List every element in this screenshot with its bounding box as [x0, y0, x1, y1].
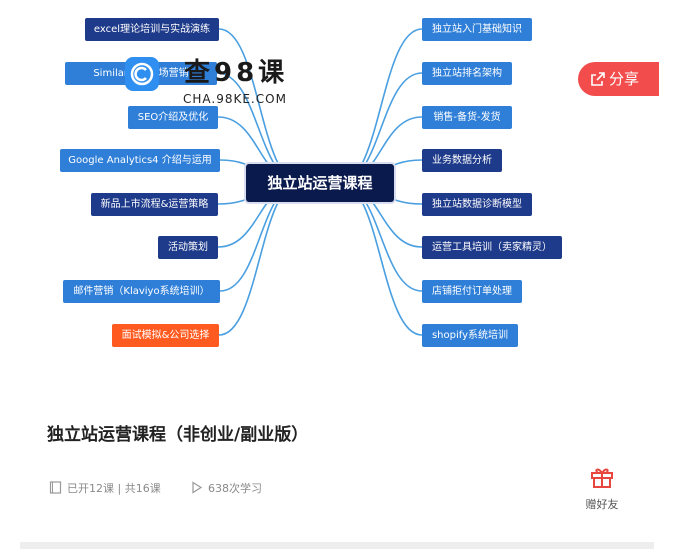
bottom-divider	[20, 542, 654, 549]
play-icon	[192, 481, 203, 494]
mindmap-node-right-5: 独立站数据诊断模型	[422, 193, 532, 216]
share-label: 分享	[609, 70, 640, 88]
share-icon	[591, 72, 605, 86]
mindmap-node-right-8: shopify系统培训	[422, 324, 518, 347]
mindmap-node-left-4: Google Analytics4 介绍与运用	[60, 149, 220, 172]
course-title: 独立站运营课程（非创业/副业版）	[47, 425, 309, 445]
watermark-logo-icon	[125, 57, 159, 91]
gift-icon	[591, 468, 613, 488]
study-count-text: 638次学习	[208, 482, 262, 495]
mindmap-connector	[339, 182, 423, 336]
mindmap-node-left-8: 面试模拟&公司选择	[112, 324, 219, 347]
mindmap-node-left-6: 活动策划	[158, 236, 218, 259]
mindmap-node-right-2: 独立站排名架构	[422, 62, 512, 85]
mindmap-connector	[218, 182, 301, 336]
book-icon	[49, 481, 62, 494]
mindmap-node-right-1: 独立站入门基础知识	[422, 18, 532, 41]
watermark-text: 查98课	[184, 58, 289, 88]
watermark-subtext: CHA.98KE.COM	[183, 92, 287, 106]
mindmap-node-right-4: 业务数据分析	[422, 149, 502, 172]
mindmap-node-left-1: excel理论培训与实战演练	[85, 18, 219, 41]
mindmap-node-left-3: SEO介绍及优化	[128, 106, 218, 129]
mindmap-node-right-7: 店铺拒付订单处理	[422, 280, 522, 303]
mindmap-center-node: 独立站运营课程	[246, 164, 394, 202]
lesson-count: 已开12课 | 共16课	[49, 481, 161, 496]
share-button[interactable]: 分享	[578, 62, 659, 96]
mindmap-node-left-7: 邮件营销（Klaviyo系统培训）	[63, 280, 220, 303]
mindmap-node-left-5: 新品上市流程&运营策略	[91, 193, 218, 216]
mindmap-connector	[339, 28, 423, 184]
lesson-count-text: 已开12课 | 共16课	[67, 482, 161, 495]
mindmap-node-right-3: 销售-备货-发货	[422, 106, 512, 129]
gift-friend-button[interactable]: 赠好友	[582, 464, 622, 512]
study-count: 638次学习	[190, 481, 262, 496]
gift-label: 赠好友	[585, 498, 619, 511]
mindmap-node-right-6: 运营工具培训（卖家精灵）	[422, 236, 562, 259]
